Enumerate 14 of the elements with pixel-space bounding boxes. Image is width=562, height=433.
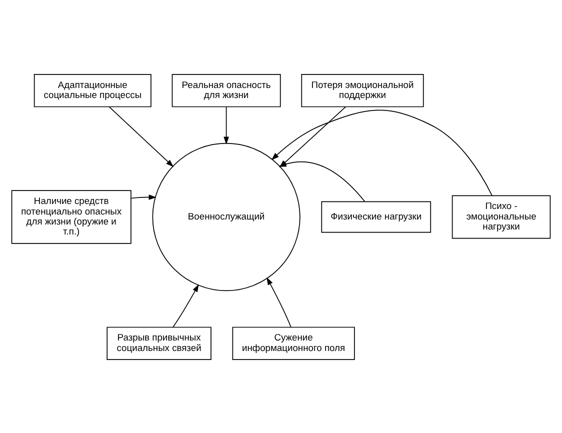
arrow (271, 109, 492, 196)
node-box: Психо - эмоциональные нагрузки (452, 194, 551, 238)
node-box: Физические нагрузки (321, 200, 432, 232)
arrow (108, 106, 174, 166)
node-box: Наличие средств потенциально опасных для жизни (оружие и т.п.) (11, 190, 132, 244)
arrow (172, 284, 199, 328)
node-box: Адаптационные социальные процессы (34, 73, 152, 107)
node-box: Разрыв привычных социальных связей (106, 326, 212, 360)
arrow (130, 194, 156, 200)
arrow (266, 276, 292, 328)
node-box: Потеря эмоциональной поддержки (301, 73, 424, 107)
node-box: Реальная опасность для жизни (172, 73, 281, 107)
node-box: Сужение информационного поля (232, 326, 355, 360)
arrow (224, 106, 229, 144)
